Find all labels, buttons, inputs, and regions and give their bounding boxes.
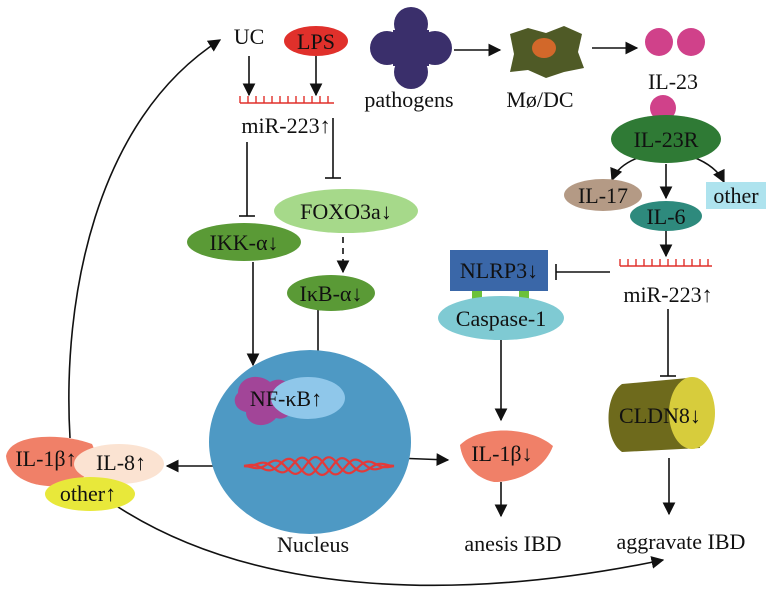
nlrp3-label: NLRP3↓	[460, 258, 538, 283]
uc-label: UC	[234, 24, 265, 49]
other-box	[706, 182, 766, 209]
nlrp3-node	[450, 250, 548, 291]
ikk-node	[187, 223, 301, 261]
foxo3a-node	[274, 189, 418, 233]
il8-label: IL-8↑	[96, 450, 146, 475]
lps-label: LPS	[297, 29, 335, 54]
other-bottom-node	[45, 477, 135, 511]
il23r-label: IL-23R	[634, 127, 699, 152]
il17-label: IL-17	[578, 183, 628, 208]
cldn8-node	[608, 377, 715, 452]
mirna-left-icon	[239, 96, 334, 104]
dna-icon	[243, 455, 395, 477]
il1b-down-node	[460, 430, 553, 482]
il23-molecule-2	[677, 28, 705, 56]
other-bottom-label: other↑	[60, 481, 116, 506]
nfkb-label: NF-κB↑	[250, 386, 322, 411]
anesis-ibd-label: anesis IBD	[464, 531, 561, 556]
mirna-right-icon	[619, 259, 712, 267]
il1b-down-label: IL-1β↓	[471, 441, 532, 466]
il1b-up-node	[6, 436, 96, 487]
lps-node	[284, 26, 348, 56]
arrow-il23r-to-other	[692, 156, 725, 184]
il6-label: IL-6	[646, 204, 685, 229]
il1b-up-label: IL-1β↑	[15, 446, 76, 471]
il23-molecule-1	[645, 28, 673, 56]
caspase1-label: Caspase-1	[456, 306, 546, 331]
other-top-label: other	[713, 183, 759, 208]
pathogens-label: pathogens	[364, 87, 453, 112]
mir223-right-label: miR-223↑	[623, 282, 712, 307]
il8-node	[74, 444, 164, 484]
macrophage-icon	[510, 26, 584, 78]
il23r-node	[611, 115, 721, 163]
cldn8-label: CLDN8↓	[619, 403, 701, 428]
ikb-label: IκB-α↓	[300, 281, 363, 306]
nucleus-label: Nucleus	[277, 532, 349, 557]
ikk-label: IKK-α↓	[210, 230, 279, 255]
nfkb-subunit-blue	[271, 377, 345, 419]
connectors	[68, 39, 725, 587]
foxo3a-label: FOXO3a↓	[300, 199, 392, 224]
mir223-left-label: miR-223↑	[241, 113, 330, 138]
aggravate-ibd-label: aggravate IBD	[617, 529, 746, 554]
il23-label: IL-23	[648, 69, 698, 94]
il6-node	[630, 201, 702, 231]
il17-node	[564, 179, 642, 211]
caspase1-node	[438, 296, 564, 340]
arrow-cytokines-to-aggravate	[114, 504, 665, 587]
pathogen-icon	[370, 7, 452, 89]
mo-dc-label: Mø/DC	[506, 87, 573, 112]
feedback-cytokines-to-uc	[68, 39, 222, 439]
il23-bound-molecule	[650, 95, 676, 121]
arrow-il23r-to-il17	[610, 156, 641, 182]
ikb-node	[287, 275, 375, 311]
